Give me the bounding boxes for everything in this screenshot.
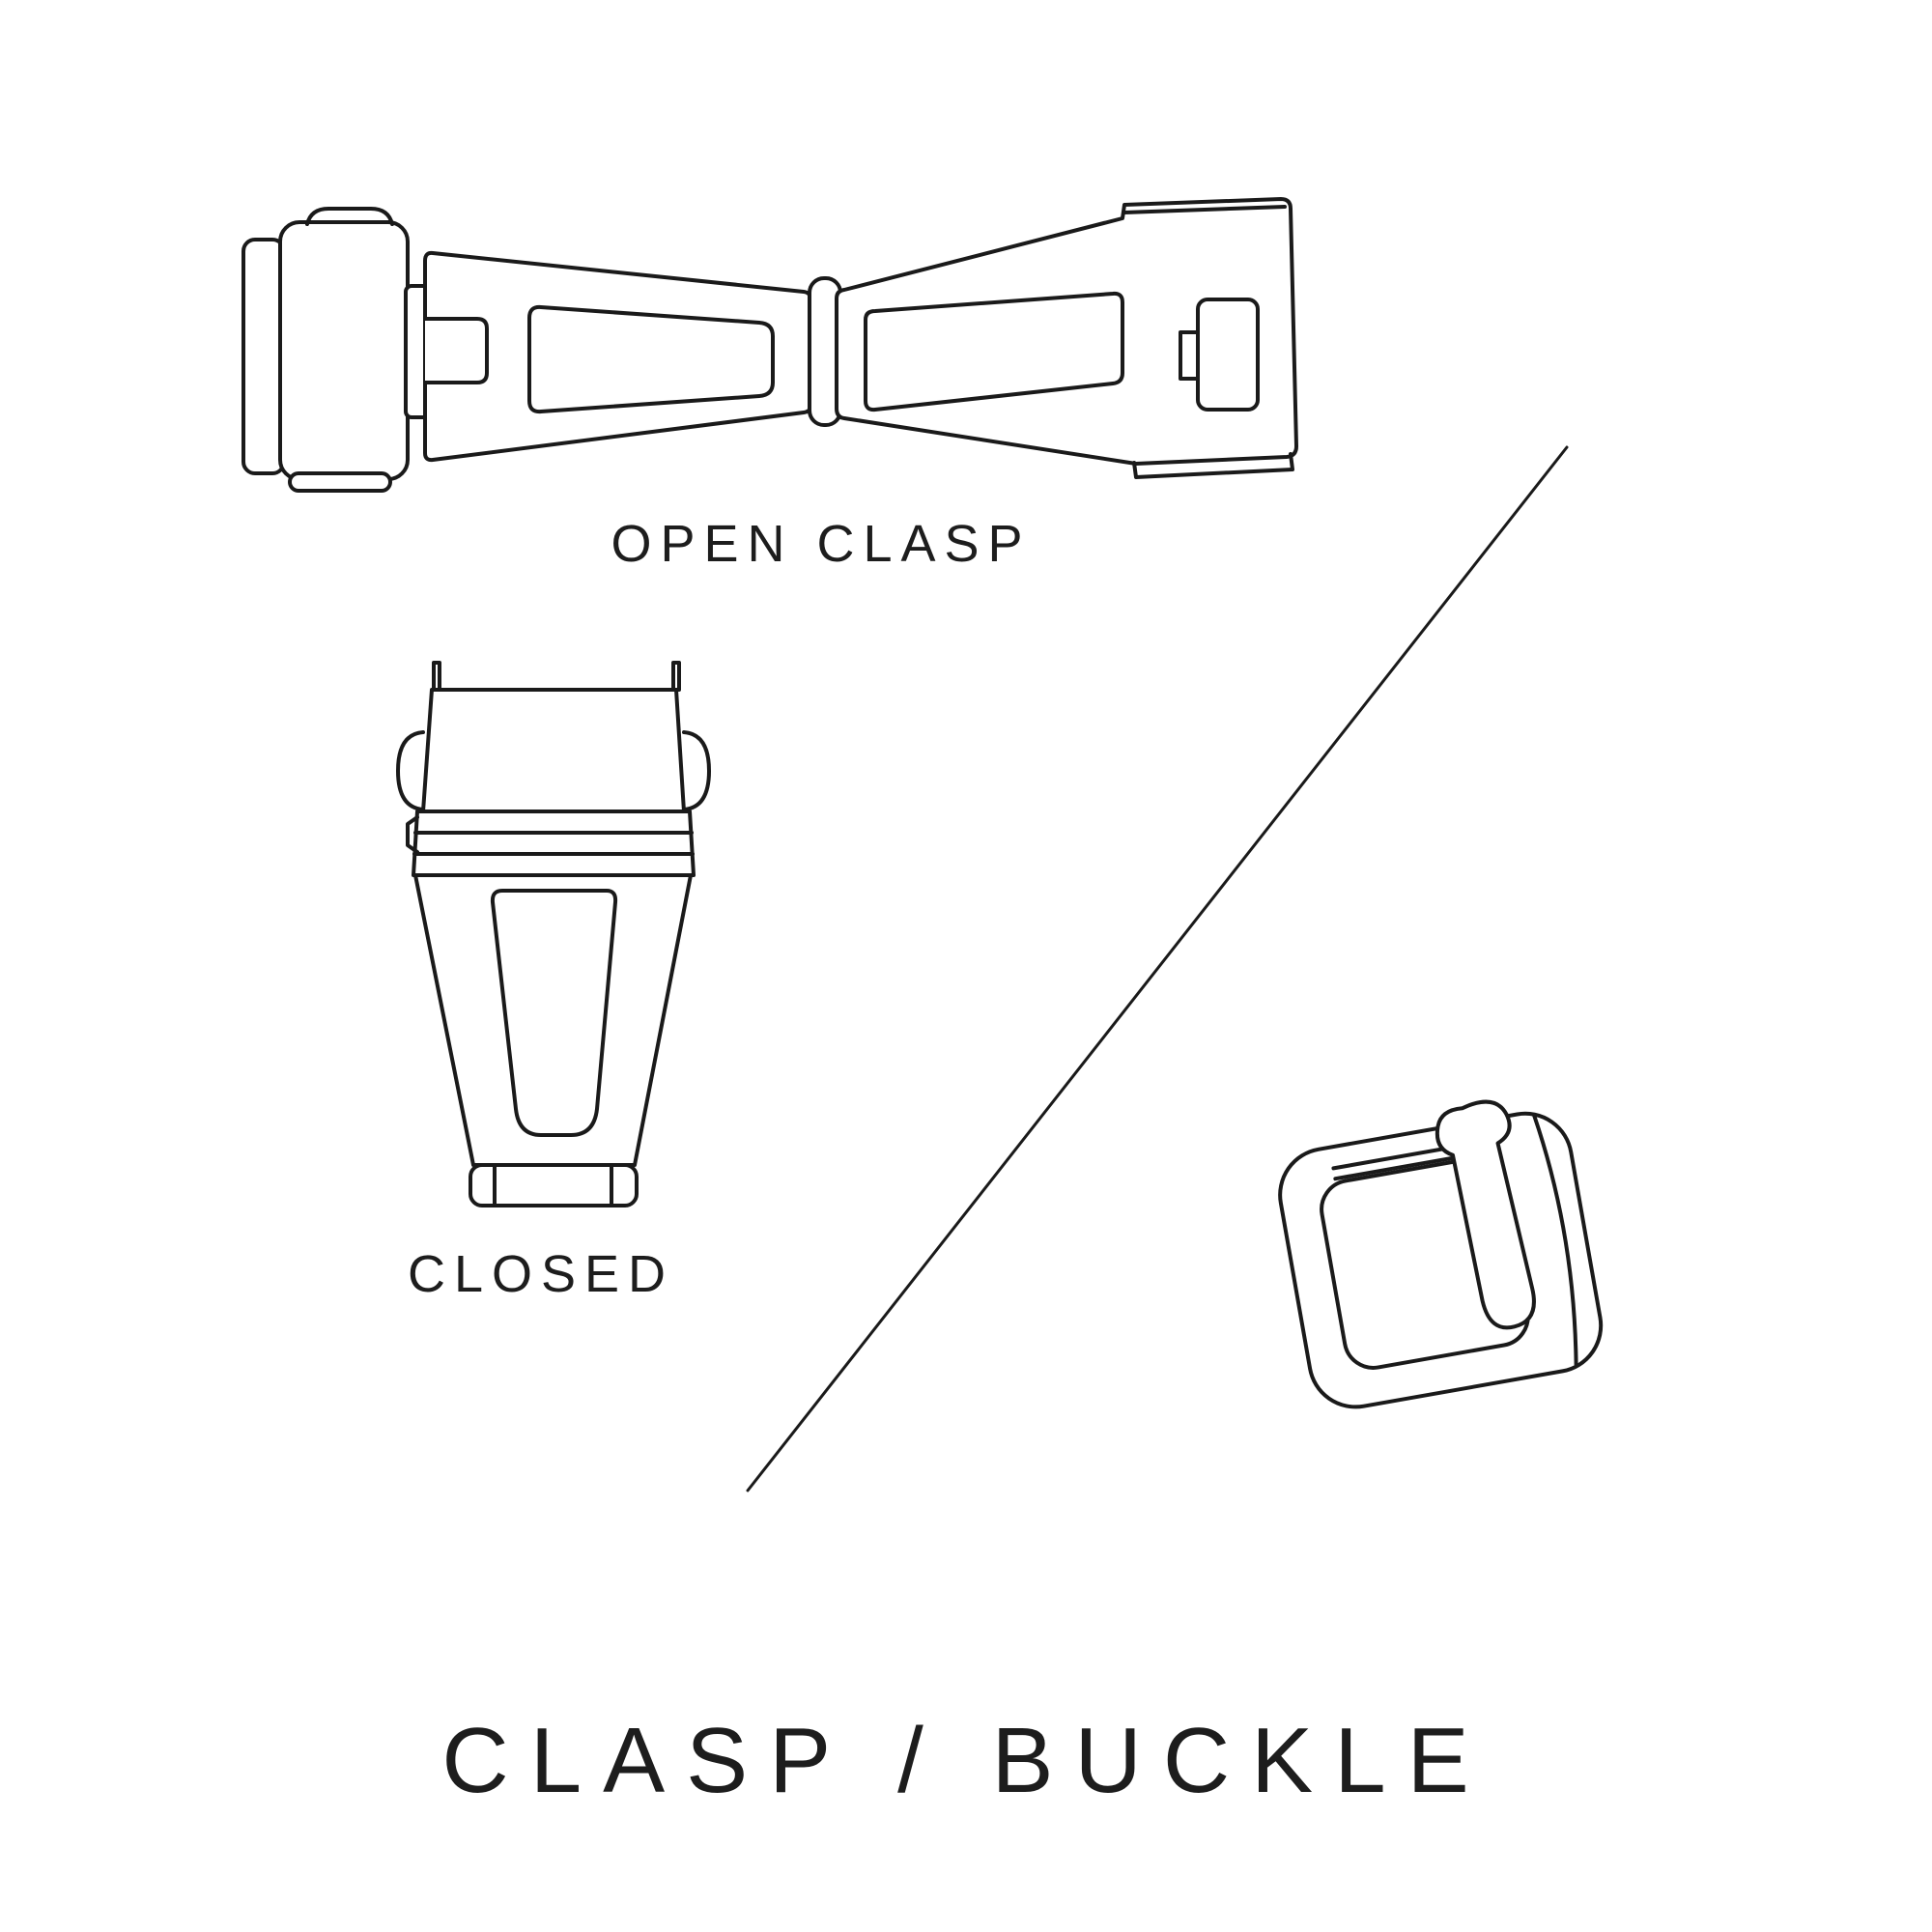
open-clasp-label: OPEN CLASP — [611, 515, 1032, 573]
diagram-title: CLASP / BUCKLE — [441, 1709, 1491, 1812]
open-clasp-right-latch — [1196, 298, 1260, 412]
closed-clasp-ear-right — [682, 730, 711, 811]
open-clasp-end-box — [278, 220, 410, 481]
open-clasp-end-top-tab — [305, 207, 394, 226]
open-clasp-illustration — [242, 197, 1298, 493]
open-clasp-left-roller — [242, 238, 286, 475]
closed-clasp-body — [413, 873, 693, 1167]
diagonal-divider-line — [746, 445, 1569, 1492]
closed-clasp-band — [412, 810, 696, 877]
open-clasp-right-arm — [835, 197, 1298, 466]
closed-clasp-prong-right — [671, 661, 681, 692]
buckle-spring-bar-bottom — [1333, 1151, 1477, 1181]
closed-clasp-band-corner-tab — [406, 815, 419, 854]
open-clasp-left-arm-notch — [423, 317, 489, 384]
closed-clasp-bottom-bar — [469, 1163, 639, 1208]
closed-clasp-body-inner — [490, 889, 618, 1137]
buckle-tang — [1435, 1099, 1536, 1330]
closed-clasp-label: CLOSED — [407, 1245, 675, 1303]
open-clasp-right-arm-foot — [1132, 452, 1294, 479]
open-clasp-end-foot — [288, 471, 392, 493]
buckle-band-edge — [1532, 1113, 1578, 1367]
closed-clasp-illustration — [396, 661, 711, 1208]
open-clasp-right-latch-tab — [1179, 330, 1200, 381]
closed-clasp-prong-left — [432, 661, 441, 692]
open-clasp-right-arm-inner — [864, 291, 1124, 412]
closed-clasp-top-flap — [421, 688, 686, 813]
open-clasp-left-arm-inner — [527, 304, 775, 414]
buckle-illustration — [1278, 1099, 1604, 1409]
open-clasp-right-arm-seam — [1122, 205, 1287, 214]
closed-clasp-ear-left — [396, 730, 425, 811]
